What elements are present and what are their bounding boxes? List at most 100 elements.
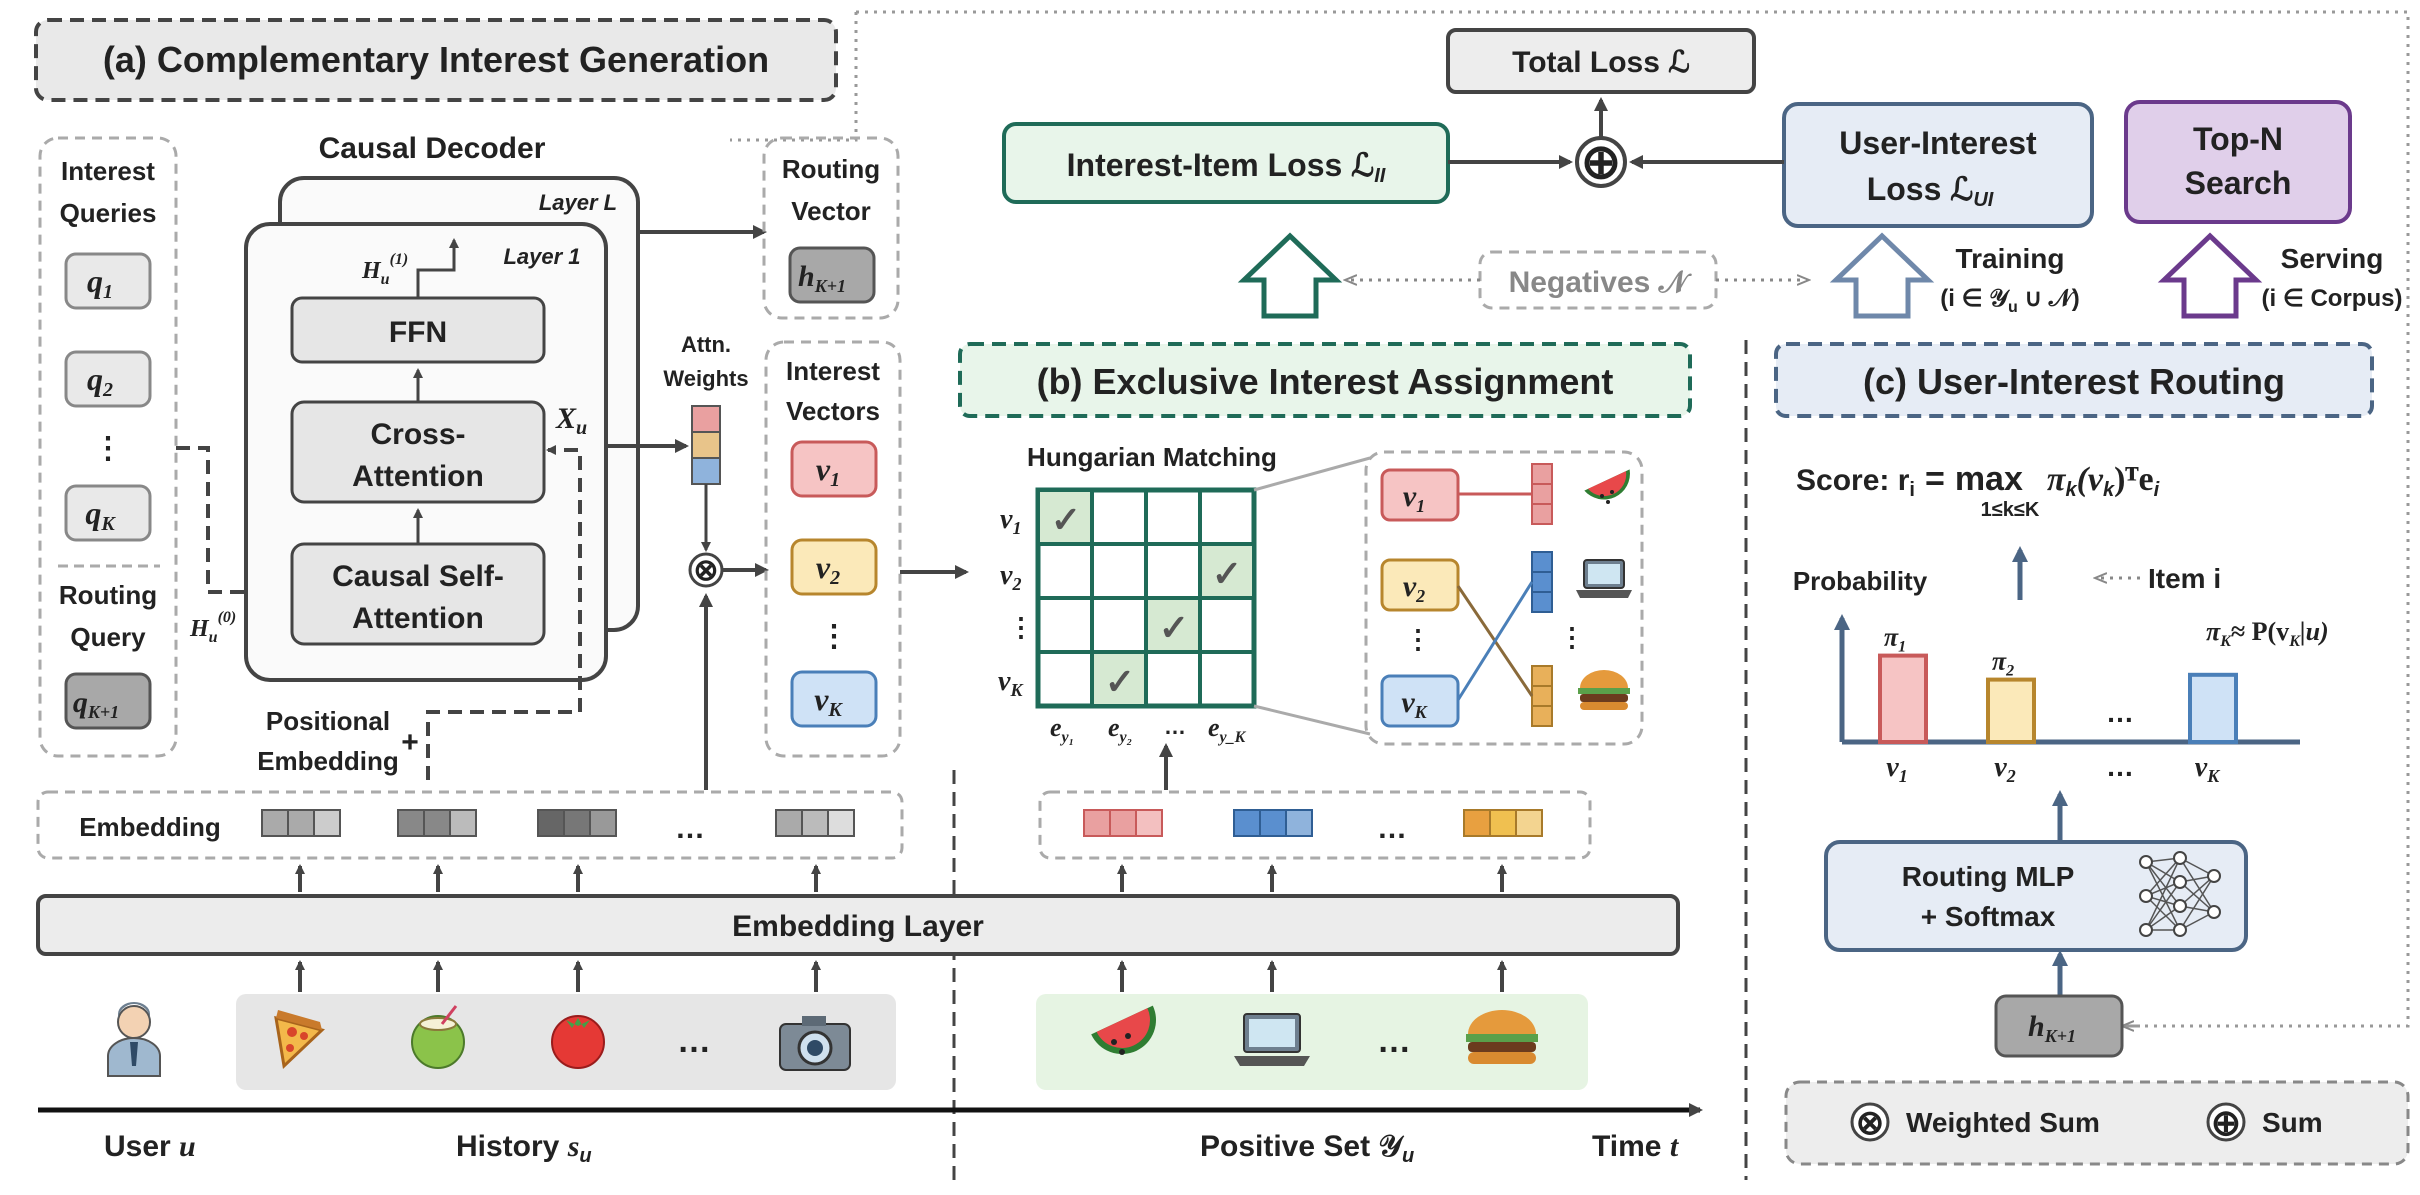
neural-net-icon <box>2139 851 2221 937</box>
row-label-dots: ⋮ <box>1008 612 1034 642</box>
zoom-vk <box>1380 674 1460 728</box>
prob-bar-label-3: vK <box>2195 752 2221 786</box>
legend-weighted-sum-node <box>1850 1102 1890 1142</box>
check-3: ✓ <box>1159 607 1189 648</box>
query-1-box <box>64 252 152 310</box>
vector-k: vK <box>814 681 843 721</box>
top-losses: Total Loss ℒ ⊕ Interest-Item Loss ℒII Us… <box>1002 28 2403 319</box>
user-interest-loss-label-2: Loss ℒUI <box>1867 171 1994 211</box>
causal-self-attention-label-1: Causal Self- <box>332 560 504 593</box>
routing-query-box <box>64 672 152 730</box>
positional-embedding-label-1: Positional <box>266 706 390 736</box>
vector-2: v2 <box>816 549 840 589</box>
burger-icon <box>1578 670 1630 710</box>
panel-b: (b) Exclusive Interest Assignment Hungar… <box>958 342 1692 790</box>
sum-node <box>1575 136 1627 188</box>
causal-self-attention-label-2: Attention <box>352 602 484 635</box>
check-1: ✓ <box>1051 499 1081 540</box>
burger-icon <box>1466 1010 1538 1064</box>
dotted-border <box>856 10 2410 1028</box>
row-label-k: vK <box>998 666 1024 700</box>
prob-bar-1 <box>1878 653 1928 744</box>
positive-set-label: Positive Set 𝒴u <box>1200 1130 1414 1167</box>
query-2: q2 <box>87 361 113 401</box>
purple-hollow-arrow <box>2157 232 2263 319</box>
user-icon <box>107 1002 161 1077</box>
check-2: ✓ <box>1212 553 1242 594</box>
bars-ellipsis-top: … <box>2106 697 2134 728</box>
legend-weighted-sum-label: Weighted Sum <box>1906 1107 2100 1138</box>
cross-attention-label-1: Cross- <box>370 418 465 451</box>
routing-mlp-box <box>1824 840 2248 952</box>
col-label-2: ey₂ <box>1108 713 1132 746</box>
routing-vector-label-1: Routing <box>782 154 880 184</box>
prob-bar-label-2: v2 <box>1994 752 2015 786</box>
interest-vectors-label-1: Interest <box>786 356 880 386</box>
laptop-icon <box>1234 1013 1310 1066</box>
interest-item-loss-label: Interest-Item Loss ℒII <box>1067 147 1386 187</box>
prob-bar-2 <box>1986 677 2036 744</box>
h1-label: Hu(1) <box>361 251 408 288</box>
zoom-v1-label: v1 <box>1403 480 1425 516</box>
zoom-line-bottom <box>1253 704 1371 736</box>
query-k-box <box>64 484 152 542</box>
legend-box <box>1784 1080 2410 1166</box>
routing-vector: hK+1 <box>798 260 846 296</box>
user-interest-loss-box <box>1782 102 2094 228</box>
tomato-icon <box>551 1015 605 1069</box>
zoom-line-top <box>1253 456 1371 492</box>
panel-c-title: (c) User-Interest Routing <box>1863 361 2285 402</box>
col-label-k: ey_K <box>1208 713 1247 746</box>
panel-b-title: (b) Exclusive Interest Assignment <box>1037 361 1614 402</box>
panel-a-title: (a) Complementary Interest Generation <box>103 39 769 80</box>
top-n-label-2: Search <box>2185 165 2292 201</box>
training-condition: (i ∈ 𝒴u ∪ 𝒩) <box>1940 285 2079 316</box>
attn-weights-bar <box>691 405 721 485</box>
zoom-vdots-2: ⋮ <box>1559 622 1585 652</box>
embedding-arrows <box>295 864 1507 992</box>
legend-sum-symbol: ⊕ <box>2211 1102 2241 1143</box>
routing-vector-label-2: Vector <box>791 196 871 226</box>
attn-weights-label-2: Weights <box>663 366 748 391</box>
history-label: History su <box>456 1130 592 1167</box>
embedding-layer-box <box>36 894 1680 956</box>
cross-attention-label-2: Attention <box>352 460 484 493</box>
routing-query-label-1: Routing <box>59 580 157 610</box>
ffn-label: FFN <box>389 316 447 349</box>
routing-query-label-2: Query <box>70 622 146 652</box>
query-2-box <box>64 350 152 408</box>
prob-bar-top-label-1: π1 <box>1884 623 1906 656</box>
top-n-box <box>2124 100 2352 224</box>
vector-2-box <box>790 538 878 596</box>
bottom-section: … Embedding Layer <box>36 340 2410 1180</box>
pi-k-expr: πK≈ P(vK|u) <box>2206 617 2329 650</box>
blue-hollow-arrow <box>1829 232 1935 319</box>
embedding-ellipsis: … <box>675 812 705 845</box>
col-label-1: ey₁ <box>1050 713 1074 746</box>
row-label-2: v2 <box>1000 560 1021 594</box>
zoom-v2 <box>1380 558 1460 612</box>
serving-condition: (i ∈ Corpus) <box>2262 285 2403 312</box>
user-interest-loss-label-1: User-Interest <box>1839 125 2037 161</box>
total-loss-box <box>1446 28 1756 94</box>
positive-ellipsis: … <box>1377 1022 1411 1060</box>
score-max-range: 1≤k≤K <box>1981 499 2040 521</box>
watermelon-icon <box>1584 469 1630 504</box>
total-loss-label: Total Loss ℒ <box>1512 46 1690 79</box>
zoom-v2-label: v2 <box>1403 570 1425 606</box>
legend-weighted-sum-symbol: ⊗ <box>1856 1104 1885 1142</box>
time-label: Time t <box>1592 1130 1680 1163</box>
check-4: ✓ <box>1105 661 1135 702</box>
camera-icon <box>779 1016 851 1071</box>
prob-bar-top-label-2: π2 <box>1992 647 2014 680</box>
panel-b-title-box <box>958 342 1692 418</box>
probability-label: Probability <box>1793 566 1928 596</box>
xu-label: Xu <box>555 402 587 439</box>
embedding-tokens <box>261 809 855 837</box>
interest-queries-label-2: Queries <box>60 198 157 228</box>
positive-items-box <box>1036 994 1588 1090</box>
